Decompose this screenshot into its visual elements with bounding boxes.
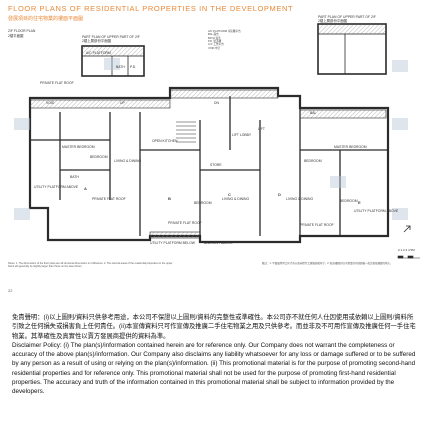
room-label: UTILITY PLATFORM ABOVE	[34, 185, 79, 189]
page-subtitle: 發展項目的住宅物業的樓面平面圖	[8, 16, 84, 22]
floor-plan-sheet: FLOOR PLANS OF RESIDENTIAL PROPERTIES IN…	[8, 4, 420, 293]
room-label: LIVING & DINING	[286, 197, 314, 201]
watermark-logos	[14, 58, 408, 220]
part-plan-left	[81, 45, 145, 77]
floor-label-en: 2/F FLOOR PLAN	[8, 29, 36, 33]
room-label: LIFT LOBBY	[232, 133, 252, 137]
room-label: STORE	[210, 163, 222, 167]
room-label: BEDROOM	[304, 159, 322, 163]
room-label: MASTER BEDROOM	[62, 145, 95, 149]
page-title: FLOOR PLANS OF RESIDENTIAL PROPERTIES IN…	[8, 4, 294, 13]
key-item: BAL 露台	[208, 33, 219, 37]
flat-label-e: E	[358, 200, 361, 205]
part-plan-left-label: PART PLAN OF UPPER PART OF 2/F	[82, 35, 140, 39]
flat-label-b: B	[168, 196, 171, 201]
part-plan-right-label-zh: 2樓上層部份平面圖	[318, 19, 348, 23]
room-label: LIFT	[258, 127, 265, 131]
room-label: BEDROOM	[194, 201, 212, 205]
room-label: OPEN KITCHEN	[152, 139, 178, 143]
room-label: PRIVATE FLAT ROOF	[92, 197, 126, 201]
plan-notes-en: Notes: 1. The dimensions of the floor pl…	[8, 262, 173, 269]
page-number: 22	[8, 288, 13, 293]
room-label: BATH	[70, 175, 79, 179]
room-label: DN	[214, 101, 219, 105]
key-item: VOID 中空	[208, 46, 221, 50]
flat-label-d: D	[278, 192, 281, 197]
main-floor-plan	[28, 86, 390, 244]
room-label: BEDROOM	[340, 199, 358, 203]
key-item: U.P. 工作平台	[208, 43, 224, 47]
flat-label-a: A	[84, 186, 87, 191]
flat-label-c: C	[228, 192, 231, 197]
scale-label: 0 1 2 3 4 5M	[398, 248, 415, 252]
room-label: BAL	[310, 111, 317, 115]
part-plan-left-label-zh: 2樓上層部份平面圖	[82, 39, 112, 43]
disclaimer: 免責聲明：(i)以上圖則/資料只供參考用途，本公司不保證以上圖則/資料的完整性或…	[12, 313, 416, 397]
disclaimer-en: Disclaimer Policy: (i) The plan(s)/infor…	[12, 341, 416, 396]
north-arrow-icon	[403, 225, 411, 233]
room-label: PRIVATE FLAT ROOF	[40, 81, 74, 85]
key-item: P.D. 管道槽	[208, 40, 222, 44]
key-item: A/C PLATFORM 冷氣機平台	[208, 30, 241, 33]
room-label: LIVING & DINING	[114, 159, 142, 163]
room-label: P.D.	[130, 65, 137, 69]
part-plan-right-label: PART PLAN OF UPPER PART OF 2/F	[318, 15, 376, 19]
room-label: BATH	[116, 65, 125, 69]
room-label: UP	[120, 101, 125, 105]
floor-plan-drawing	[14, 23, 420, 259]
room-label: PRIVATE FLAT ROOF	[168, 221, 202, 225]
key-legend: A/C PLATFORM 冷氣機平台 BAL 露台 BATH 浴室 P.D. 管…	[208, 30, 308, 68]
room-label: MASTER BEDROOM	[334, 145, 367, 149]
part-plan-right	[317, 23, 387, 75]
room-label: BEDROOM	[90, 155, 108, 159]
room-label: BALCONY ABOVE	[204, 241, 233, 245]
room-label: VOID	[46, 101, 55, 105]
room-label: PRIVATE FLAT ROOF	[300, 223, 334, 227]
room-label: UTILITY PLATFORM ABOVE	[354, 209, 399, 213]
scale-bar	[397, 255, 420, 259]
floor-label-zh: 2樓平面圖	[8, 34, 24, 38]
room-label: LIVING & DINING	[222, 197, 250, 201]
disclaimer-zh: 免責聲明：(i)以上圖則/資料只供參考用途，本公司不保證以上圖則/資料的完整性或…	[12, 314, 416, 340]
room-label: UTILITY PLATFORM BELOW	[150, 241, 195, 245]
plan-notes-zh: 備註：1. 平面圖所列之尺寸為以毫米標示之建築結構尺寸。2. 較高樓層的住宅物業…	[262, 262, 393, 265]
key-item: BATH 浴室	[208, 36, 221, 40]
room-label: A/C PLATFORM	[86, 51, 111, 55]
